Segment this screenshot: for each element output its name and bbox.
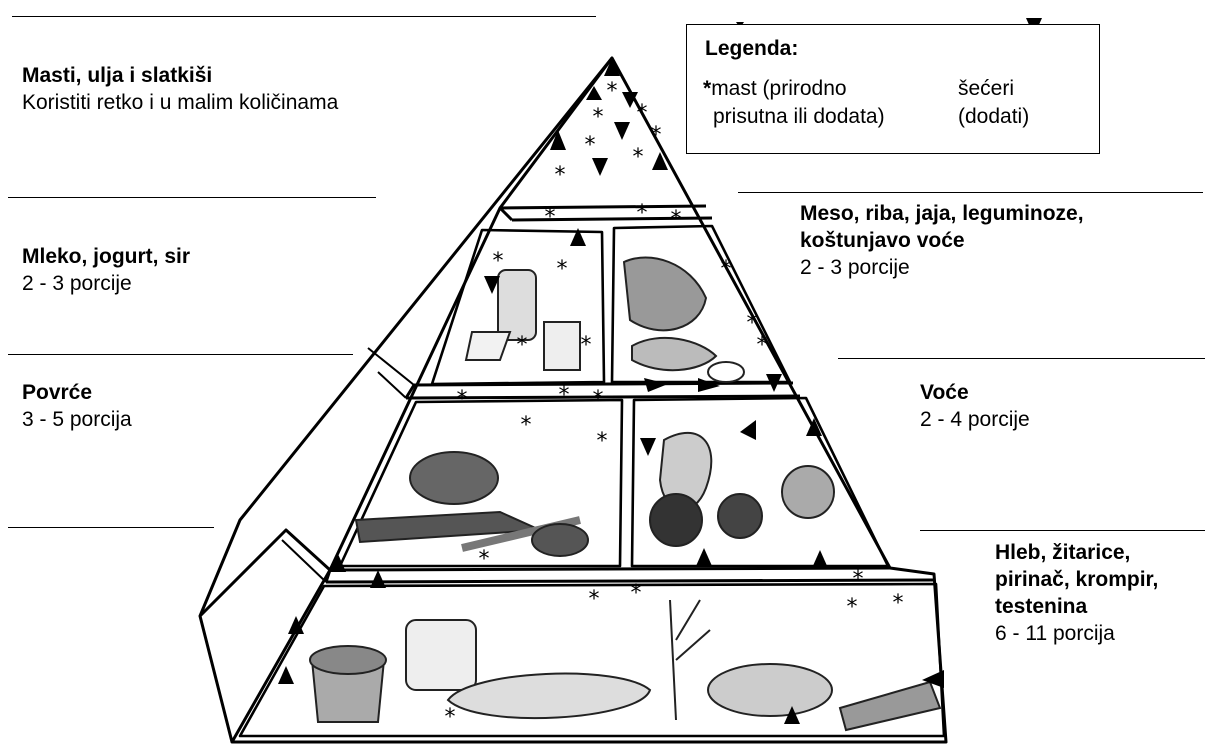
svg-text:*: * bbox=[581, 333, 592, 358]
legend-fat-line2: prisutna ili dodata) bbox=[703, 103, 885, 131]
svg-text:*: * bbox=[545, 205, 556, 230]
label-protein-title-1: Meso, riba, jaja, leguminoze, bbox=[800, 200, 1084, 227]
svg-text:*: * bbox=[607, 79, 618, 104]
asterisk-icon: * bbox=[703, 77, 711, 100]
label-fruit-subtitle: 2 - 4 porcije bbox=[920, 408, 1030, 431]
svg-text:*: * bbox=[585, 133, 596, 158]
legend-box: Legenda: *mast (prirodno prisutna ili do… bbox=[686, 24, 1100, 154]
label-protein-title-2: koštunjavo voće bbox=[800, 227, 1084, 254]
svg-text:*: * bbox=[479, 547, 490, 572]
label-vegetables-title: Povrće bbox=[22, 379, 132, 406]
svg-text:*: * bbox=[589, 587, 600, 612]
legend-sugar-line1: šećeri bbox=[958, 75, 1029, 103]
svg-text:*: * bbox=[457, 387, 468, 412]
label-grains: Hleb, žitarice, pirinač, krompir, testen… bbox=[995, 539, 1158, 647]
label-protein-subtitle: 2 - 3 porcije bbox=[800, 256, 910, 279]
label-protein: Meso, riba, jaja, leguminoze, koštunjavo… bbox=[800, 200, 1084, 281]
label-fruit-title: Voće bbox=[920, 379, 1030, 406]
svg-text:*: * bbox=[637, 101, 648, 126]
svg-text:*: * bbox=[559, 383, 570, 408]
svg-text:*: * bbox=[631, 581, 642, 606]
svg-text:*: * bbox=[633, 145, 644, 170]
svg-text:*: * bbox=[521, 413, 532, 438]
label-grains-subtitle: 6 - 11 porcija bbox=[995, 622, 1115, 645]
label-grains-title-1: Hleb, žitarice, bbox=[995, 539, 1158, 566]
label-dairy-subtitle: 2 - 3 porcije bbox=[22, 272, 132, 295]
svg-text:*: * bbox=[557, 257, 568, 282]
svg-text:*: * bbox=[597, 429, 608, 454]
svg-text:*: * bbox=[651, 123, 662, 148]
svg-text:*: * bbox=[893, 591, 904, 616]
svg-text:*: * bbox=[853, 567, 864, 592]
band-3 bbox=[326, 568, 934, 582]
svg-text:*: * bbox=[555, 163, 566, 188]
legend-sugar-line2: (dodati) bbox=[958, 103, 1029, 131]
asterisk-icon-group: *** *** *** *** *** *** *** *** *** ** bbox=[445, 79, 904, 730]
svg-text:*: * bbox=[637, 201, 648, 226]
svg-text:*: * bbox=[445, 705, 456, 730]
label-vegetables: Povrće 3 - 5 porcija bbox=[22, 379, 132, 433]
legend-fat-line1: mast (prirodno bbox=[711, 77, 846, 100]
label-dairy-title: Mleko, jogurt, sir bbox=[22, 243, 190, 270]
label-fats-title: Masti, ulja i slatkiši bbox=[22, 62, 338, 89]
svg-text:*: * bbox=[757, 333, 768, 358]
svg-text:*: * bbox=[593, 387, 604, 412]
legend-sugar-entry: šećeri (dodati) bbox=[958, 75, 1029, 131]
svg-text:*: * bbox=[721, 257, 732, 282]
label-dairy: Mleko, jogurt, sir 2 - 3 porcije bbox=[22, 243, 190, 297]
legend-fat-entry: *mast (prirodno prisutna ili dodata) bbox=[703, 75, 885, 131]
svg-text:*: * bbox=[517, 333, 528, 358]
svg-text:*: * bbox=[671, 207, 682, 232]
label-vegetables-subtitle: 3 - 5 porcija bbox=[22, 408, 132, 431]
svg-text:*: * bbox=[847, 595, 858, 620]
svg-text:*: * bbox=[493, 249, 504, 274]
label-fats: Masti, ulja i slatkiši Koristiti retko i… bbox=[22, 62, 338, 116]
legend-title: Legenda: bbox=[705, 37, 798, 61]
svg-text:*: * bbox=[593, 105, 604, 130]
label-fruit: Voće 2 - 4 porcije bbox=[920, 379, 1030, 433]
label-grains-title-3: testenina bbox=[995, 593, 1158, 620]
label-grains-title-2: pirinač, krompir, bbox=[995, 566, 1158, 593]
label-fats-subtitle: Koristiti retko i u malim količinama bbox=[22, 91, 338, 114]
